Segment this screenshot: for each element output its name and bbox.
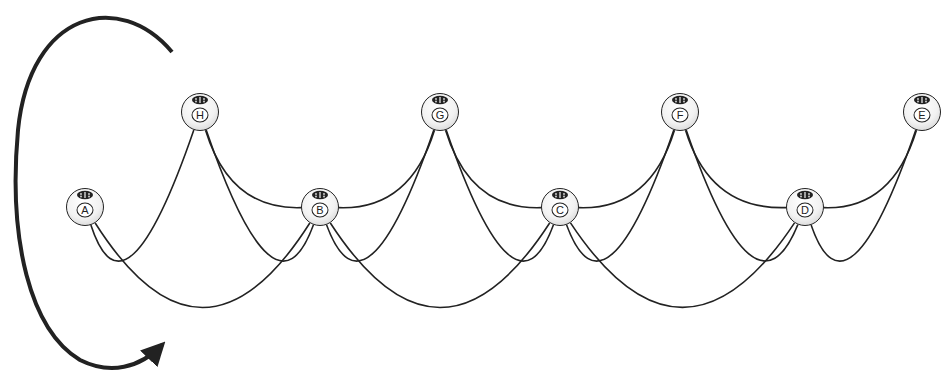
cable-connector [95,223,310,307]
grille-icon [431,95,449,105]
cable-connector [811,130,916,261]
cable-connector [91,130,194,261]
speaker-node: A [66,188,104,226]
speaker-node: G [421,93,459,131]
node-letter: B [312,203,329,218]
speaker-node: F [661,93,699,131]
cable-connector [330,223,549,308]
cable-connector [446,130,553,261]
node-letter: H [192,108,209,123]
speaker-node: B [301,188,339,226]
node-letter: F [672,108,689,123]
wrap-around-arrow [16,18,172,368]
cable-connector [570,223,794,308]
speaker-node: E [903,93,941,131]
grille-icon [311,190,329,200]
speaker-node: H [181,93,219,131]
grille-icon [671,95,689,105]
node-letter: C [552,203,569,218]
grille-icon [191,95,209,105]
speaker-node: C [541,188,579,226]
node-letter: G [432,108,449,123]
speaker-node: D [786,188,824,226]
grille-icon [913,95,931,105]
node-letter: A [77,203,94,218]
node-letter: D [797,203,814,218]
grille-icon [796,190,814,200]
cable-connector [824,130,916,208]
node-letter: E [914,108,931,123]
grille-icon [76,190,94,200]
cable-connector [686,130,798,261]
grille-icon [551,190,569,200]
cable-connector [206,130,313,261]
